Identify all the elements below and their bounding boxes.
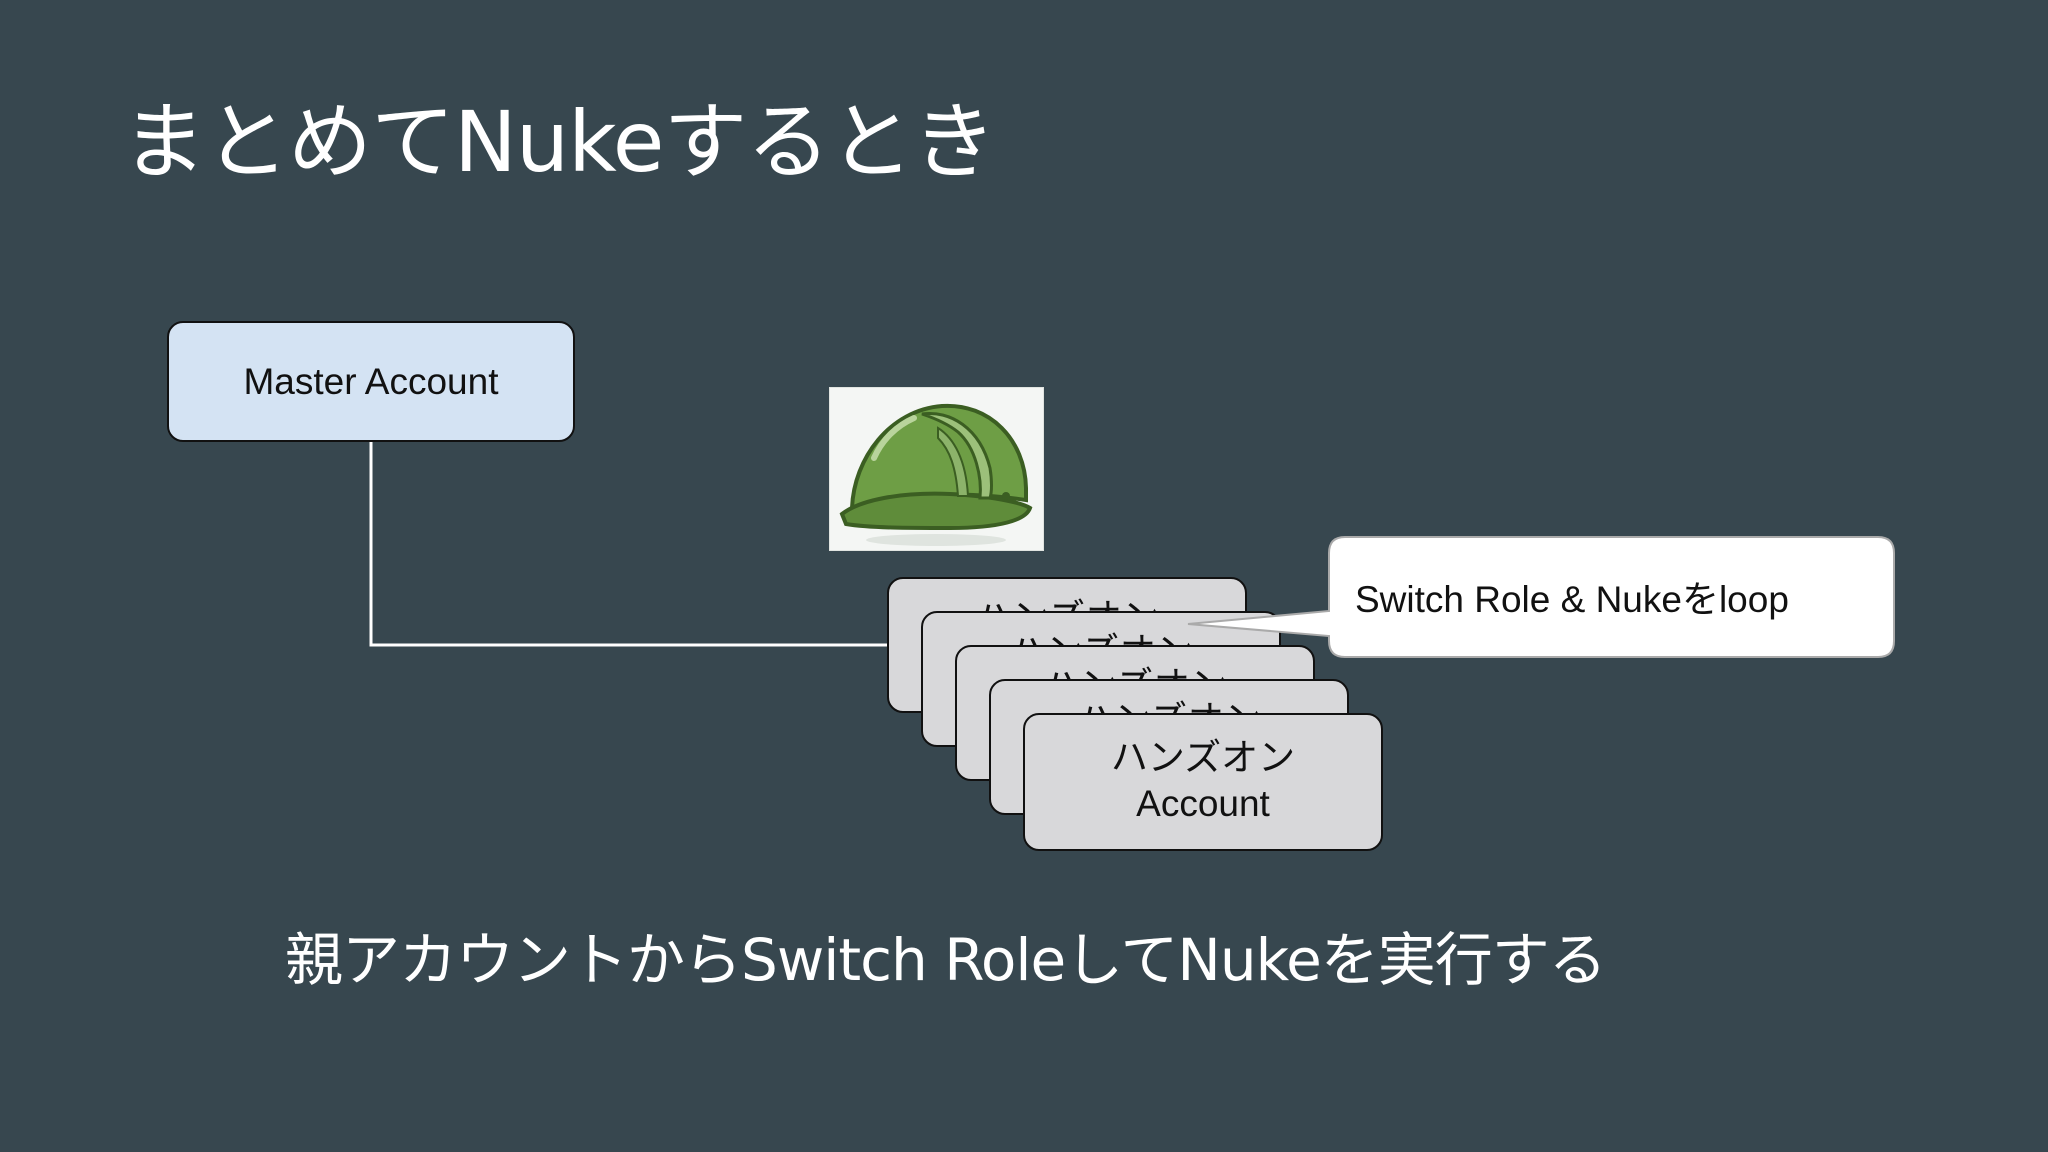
master-account-box: Master Account	[167, 321, 575, 442]
slide-title: まとめてNukeするとき	[122, 93, 996, 191]
member-account-card: ハンズオン Account	[1023, 713, 1383, 851]
hard-hat-icon	[829, 387, 1044, 551]
member-account-line1: ハンズオン	[1110, 737, 1296, 778]
member-account-line2: Account	[1136, 783, 1270, 824]
master-account-label: Master Account	[243, 360, 499, 402]
slide-caption: 親アカウントからSwitch RoleしてNukeを実行する	[285, 926, 1607, 994]
callout-text: Switch Role & Nukeをloop	[1355, 579, 1789, 620]
